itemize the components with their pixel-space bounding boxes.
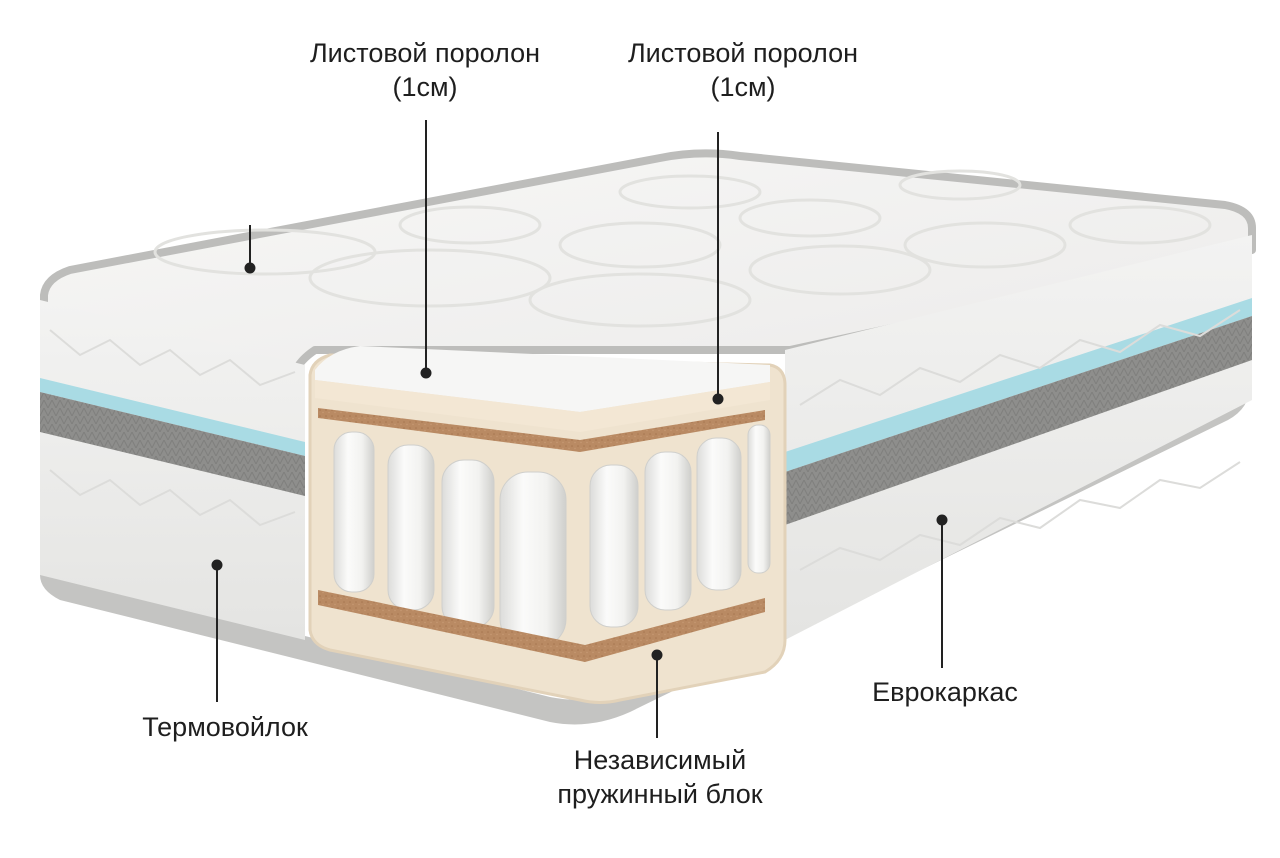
quilting-pattern bbox=[153, 169, 1212, 328]
callout-foam-top-line2: (1см) bbox=[392, 72, 458, 102]
right-zigzag bbox=[799, 309, 1241, 571]
pocket-springs bbox=[333, 424, 771, 648]
callout-foam-top-line1: Листовой поролон bbox=[309, 38, 541, 68]
callout-spring-block-line1: Независимый bbox=[573, 745, 747, 775]
leader-lines bbox=[211, 120, 948, 738]
top-cover bbox=[40, 149, 1256, 376]
top-foam-sheet bbox=[315, 346, 770, 412]
callout-spring-block: Независимый пружинный блок bbox=[525, 743, 795, 811]
left-zigzag bbox=[49, 329, 296, 527]
right-gray-band bbox=[785, 316, 1252, 525]
left-gray-band bbox=[40, 392, 305, 496]
callout-foam-top: Листовой поролон (1см) bbox=[270, 36, 580, 104]
callout-felt: Термовойлок bbox=[110, 710, 340, 744]
left-blue-stripe bbox=[40, 378, 305, 456]
callout-felt-line1: Термовойлок bbox=[142, 712, 308, 742]
left-side bbox=[40, 300, 305, 640]
callout-foam-second-line2: (1см) bbox=[710, 72, 776, 102]
callout-foam-second: Листовой поролон (1см) bbox=[588, 36, 898, 104]
callout-spring-block-line2: пружинный блок bbox=[557, 779, 763, 809]
callout-foam-second-line1: Листовой поролон bbox=[627, 38, 859, 68]
callout-euroframe: Еврокаркас bbox=[840, 675, 1050, 709]
cream-foam-layer bbox=[315, 380, 770, 432]
coir-bottom-layer bbox=[318, 590, 765, 662]
callout-euroframe-line1: Еврокаркас bbox=[872, 677, 1018, 707]
coir-top-layer bbox=[318, 408, 765, 452]
